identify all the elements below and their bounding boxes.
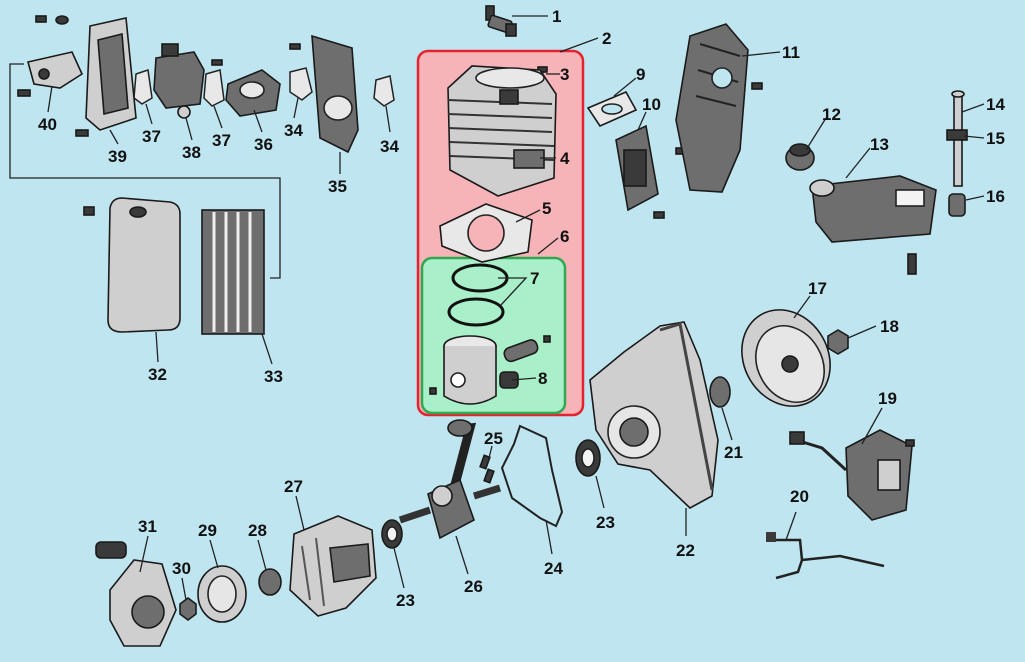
part-label: 22 — [676, 541, 695, 560]
part-label: 5 — [542, 199, 551, 218]
part-label: 23 — [596, 513, 615, 532]
part-label: 31 — [138, 517, 157, 536]
intake-gasket-part — [289, 67, 313, 101]
part-label: 6 — [560, 227, 569, 246]
part-label: 26 — [464, 577, 483, 596]
part-label: 35 — [328, 177, 347, 196]
muffler-plate-part — [615, 124, 685, 219]
dowel-pins-part — [479, 454, 495, 484]
part-label: 2 — [602, 29, 611, 48]
intake-boot-part — [225, 69, 281, 117]
part-label: 23 — [396, 591, 415, 610]
part-label: 20 — [790, 487, 809, 506]
part-label: 21 — [724, 443, 743, 462]
muffler-gasket-part — [586, 90, 638, 128]
main-bearing-right-part — [575, 439, 601, 477]
ignition-coil-part — [789, 429, 915, 521]
part-label: 19 — [878, 389, 897, 408]
part-label: 34 — [380, 137, 399, 156]
leader-lines — [47, 15, 985, 601]
fuel-cap-part — [785, 143, 815, 171]
part-label: 14 — [986, 95, 1005, 114]
part-label: 30 — [172, 559, 191, 578]
part-label: 4 — [560, 149, 570, 168]
crankcase-left-part — [289, 515, 377, 617]
main-bearing-left-part — [381, 519, 403, 549]
carb-gasket-part — [133, 69, 153, 105]
part-label: 16 — [986, 187, 1005, 206]
crankcase-right-part — [589, 321, 719, 509]
recoil-starter-part — [95, 541, 177, 647]
muffler-part — [675, 23, 763, 193]
part-label: 7 — [530, 269, 539, 288]
part-label: 29 — [198, 521, 217, 540]
mounting-bracket-part — [17, 51, 84, 97]
intake-gasket-2-part — [373, 75, 395, 107]
part-label: 9 — [636, 65, 645, 84]
part-label: 25 — [484, 429, 503, 448]
air-filter-part — [201, 209, 265, 335]
part-label: 36 — [254, 135, 273, 154]
starter-nut-part — [179, 597, 197, 621]
intake-manifold-part — [289, 34, 359, 154]
part-label: 18 — [880, 317, 899, 336]
crankcase-seal-right-part — [709, 376, 731, 408]
part-label: 27 — [284, 477, 303, 496]
part-label: 33 — [264, 367, 283, 386]
crankcase-seal-left-part — [258, 568, 282, 596]
part-label: 37 — [212, 131, 231, 150]
part-label: 38 — [182, 143, 201, 162]
part-label: 1 — [552, 7, 561, 26]
air-filter-cover-part — [83, 197, 181, 333]
carburetor-part — [153, 43, 223, 119]
crankcase-gasket-part — [500, 424, 564, 528]
part-label: 17 — [808, 279, 827, 298]
wire-harness-part — [766, 532, 885, 580]
fuel-filter-assembly-part — [946, 90, 968, 217]
piston-part — [429, 335, 497, 405]
part-label: 8 — [538, 369, 547, 388]
starter-pulley-part — [197, 565, 247, 623]
part-label: 3 — [560, 65, 569, 84]
part-label: 34 — [284, 121, 303, 140]
bracket-line — [9, 63, 281, 279]
part-label: 15 — [986, 129, 1005, 148]
carb-gasket-2-part — [203, 69, 225, 107]
part-label: 13 — [870, 135, 889, 154]
part-number-labels: 1 2 3 4 5 6 7 8 9 10 11 12 13 14 15 16 1… — [38, 7, 1005, 610]
part-label: 10 — [642, 95, 661, 114]
part-label: 39 — [108, 147, 127, 166]
crankshaft-part — [398, 419, 502, 540]
wrist-pin-part — [503, 335, 551, 363]
part-label: 37 — [142, 127, 161, 146]
fuel-tank-part — [809, 175, 937, 275]
carburetor-box-part — [35, 15, 137, 137]
flywheel-part — [741, 309, 831, 407]
part-label: 12 — [822, 105, 841, 124]
part-label: 28 — [248, 521, 267, 540]
part-label: 11 — [782, 43, 800, 62]
cylinder-part — [447, 65, 557, 197]
cylinder-gasket-part — [439, 203, 533, 263]
spark-plug-part — [485, 5, 517, 37]
flywheel-nut-part — [827, 329, 849, 355]
part-label: 32 — [148, 365, 167, 384]
part-label: 24 — [544, 559, 563, 578]
part-label: 40 — [38, 115, 57, 134]
